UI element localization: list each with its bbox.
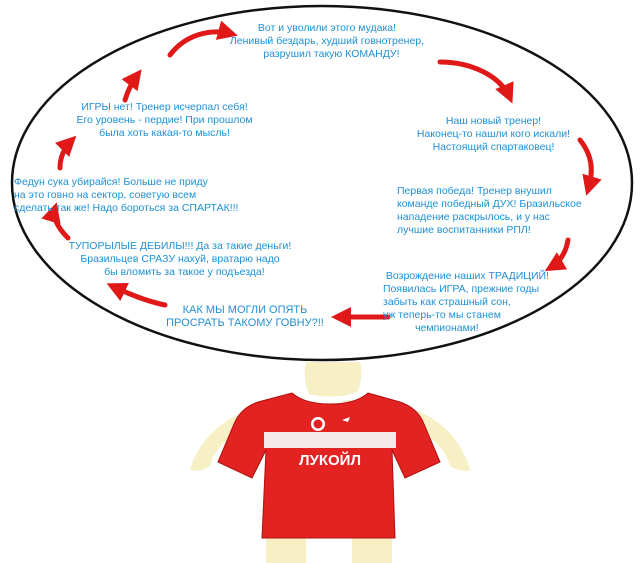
jersey-stripe <box>264 432 396 448</box>
thought-bubble <box>10 4 634 362</box>
left-leg <box>266 535 306 563</box>
arrow-morons <box>106 282 168 308</box>
arrow-new-coach <box>437 59 514 104</box>
jersey-collar <box>300 392 360 402</box>
right-arm <box>410 408 470 471</box>
arrow-fedun <box>41 202 71 241</box>
arrow-first-win <box>577 137 602 196</box>
phrase-revival: Возрождение наших ТРАДИЦИЙ! Появилась ИГ… <box>383 270 550 334</box>
jersey-sponsor: ЛУКОЙЛ <box>299 451 361 469</box>
nike-swoosh-icon <box>342 417 350 422</box>
arrow-revival <box>544 237 571 272</box>
neck <box>304 362 362 402</box>
arrow-to-fired <box>121 69 142 103</box>
arrow-no-game <box>55 135 77 171</box>
phrase-new-coach: Наш новый тренер! Наконец-то нашли кого … <box>416 115 571 153</box>
phrase-fired: Вот и уволили этого мудака! Ленивый безд… <box>229 22 425 60</box>
phrase-fedun: Федун сука убирайся! Больше не приду на … <box>14 176 239 214</box>
arrow-fired <box>167 20 238 58</box>
spartak-logo-inner-icon <box>313 419 323 429</box>
phrase-morons: ТУПОРЫЛЫЕ ДЕБИЛЫ!!! Да за такие деньги! … <box>68 240 292 278</box>
right-leg <box>352 535 392 563</box>
phrase-how-could-we: КАК МЫ МОГЛИ ОПЯТЬ ПРОСРАТЬ ТАКОМУ ГОВНУ… <box>166 304 324 329</box>
jersey <box>217 392 441 539</box>
phrase-first-win: Первая победа! Тренер внушил команде поб… <box>397 185 582 236</box>
phrase-no-game: ИГРЫ нет! Тренер исчерпал себя! Его уров… <box>76 101 253 139</box>
